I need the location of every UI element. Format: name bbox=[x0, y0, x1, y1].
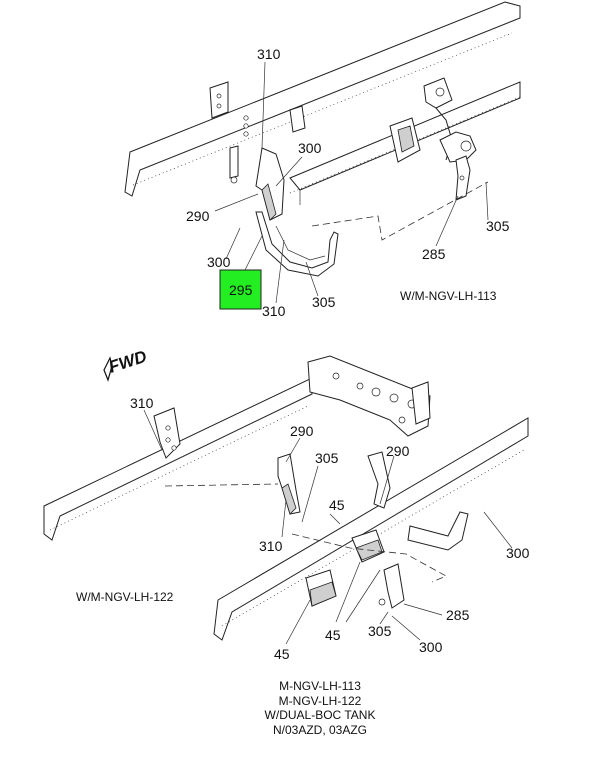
callout-45-lower-b: 45 bbox=[325, 627, 341, 643]
callout-285-b: 285 bbox=[446, 607, 470, 623]
callout-45-mid-b: 45 bbox=[329, 497, 345, 513]
callout-305-top-b: 305 bbox=[315, 450, 339, 466]
callout-290-left-b: 290 bbox=[290, 423, 314, 439]
callout-305-bottom-b: 305 bbox=[368, 623, 392, 639]
fwd-arrow-icon bbox=[103, 356, 113, 382]
highlight-box-295 bbox=[219, 269, 262, 310]
bottom-view: 310 290 305 290 45 310 300 285 305 45 45… bbox=[43, 355, 530, 662]
callout-45-bottom-b: 45 bbox=[274, 646, 290, 662]
callout-305-right: 305 bbox=[486, 218, 510, 234]
top-variant-label: W/M-NGV-LH-113 bbox=[400, 289, 497, 303]
bottom-phantom-lower bbox=[291, 533, 447, 583]
callout-290: 290 bbox=[186, 208, 210, 224]
bottom-hanger-290-right bbox=[367, 451, 391, 509]
top-phantom-outline bbox=[311, 181, 489, 241]
callout-295: 295 bbox=[229, 282, 253, 298]
fwd-label: FWD bbox=[106, 347, 149, 377]
legend-line: M-NGV-LH-122 bbox=[278, 693, 362, 708]
top-cylinder bbox=[229, 145, 239, 179]
callout-300-right: 300 bbox=[298, 140, 322, 156]
callout-290-right-b: 290 bbox=[386, 443, 410, 459]
applicability-legend: M-NGV-LH-113 M-NGV-LH-122 W/DUAL-BOC TAN… bbox=[225, 679, 415, 737]
bottom-hook-300 bbox=[407, 511, 469, 551]
bottom-crossmember bbox=[307, 355, 431, 437]
callout-300-b: 300 bbox=[506, 545, 530, 561]
top-right-regulator bbox=[439, 131, 477, 163]
callout-300-bottom-b: 300 bbox=[419, 639, 443, 655]
bottom-variant-label: W/M-NGV-LH-122 bbox=[76, 590, 174, 604]
callout-285: 285 bbox=[422, 246, 446, 262]
callout-310-bottom-b: 310 bbox=[259, 538, 283, 554]
callout-310-top-b: 310 bbox=[130, 395, 154, 411]
callout-300-left: 300 bbox=[207, 254, 231, 270]
legend-line: N/03AZD, 03AZG bbox=[272, 722, 368, 737]
legend-line: W/DUAL-BOC TANK bbox=[264, 708, 376, 722]
bottom-bracket-285 bbox=[383, 563, 405, 609]
bottom-hanger-290-left bbox=[277, 453, 301, 515]
top-view: 310 300 290 300 295 310 305 285 305 W/M-… bbox=[124, 1, 521, 319]
legend-line: M-NGV-LH-113 bbox=[279, 679, 361, 693]
callout-310-top: 310 bbox=[257, 46, 281, 62]
fwd-indicator: FWD bbox=[103, 347, 149, 382]
callout-305-mid: 305 bbox=[312, 294, 336, 310]
bottom-phantom-upper bbox=[164, 483, 279, 487]
top-bracket-290 bbox=[255, 147, 285, 221]
top-mount-bracket-left bbox=[209, 81, 229, 119]
bottom-crossmember-plate bbox=[411, 381, 431, 425]
callout-310-bottom: 310 bbox=[262, 303, 286, 319]
top-strap-295 bbox=[255, 211, 339, 277]
top-mount-bracket-right bbox=[289, 105, 306, 133]
